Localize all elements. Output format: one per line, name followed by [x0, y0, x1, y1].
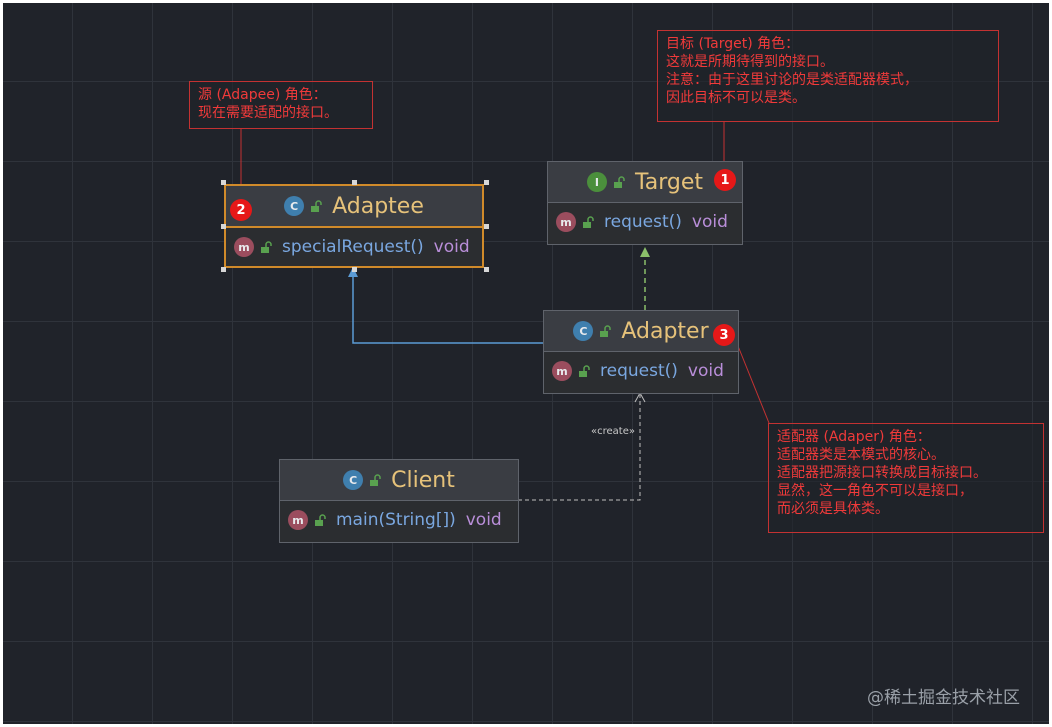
badge-number-1: 1 [714, 169, 736, 191]
unlocked-icon [261, 241, 272, 253]
note-line: 适配器把源接口转换成目标接口。 [777, 465, 987, 481]
create-dependency-line [518, 395, 641, 501]
badge-number-3: 3 [713, 324, 735, 346]
note-adaptee: 源 (Adapee) 角色： 现在需要适配的接口。 [189, 81, 373, 129]
note-adapter: 适配器 (Adaper) 角色： 适配器类是本模式的核心。 适配器把源接口转换成… [768, 423, 1044, 533]
unlocked-icon [315, 514, 326, 526]
interface-kind-icon: I [586, 172, 607, 192]
return-type: void [465, 510, 502, 530]
method-name: main(String[]) [336, 510, 456, 530]
class-client-header: C Client [280, 460, 518, 501]
class-adaptee[interactable]: C Adaptee m specialRequest() void [224, 184, 484, 268]
method-name: request() [604, 212, 682, 232]
method-icon: m [552, 361, 572, 381]
note-line: 适配器类是本模式的核心。 [777, 447, 945, 463]
note-target: 目标 (Target) 角色： 这就是所期待得到的接口。 注意：由于这里讨论的是… [657, 30, 999, 122]
unlocked-icon [613, 176, 625, 188]
return-type: void [433, 237, 470, 257]
resize-handle[interactable] [352, 267, 357, 272]
note-line: 现在需要适配的接口。 [198, 105, 338, 121]
diagram-canvas[interactable]: 目标 (Target) 角色： 这就是所期待得到的接口。 注意：由于这里讨论的是… [3, 3, 1049, 724]
unlocked-icon [579, 365, 590, 377]
create-stereotype-label: «create» [591, 426, 635, 437]
unlocked-icon [370, 474, 381, 486]
note-line: 显然，这一角色不可以是接口， [777, 483, 973, 499]
abstract-method-icon: m [556, 212, 576, 232]
inheritance-arrowhead [348, 267, 358, 277]
class-target[interactable]: I Target m request() void [547, 161, 743, 245]
note-line: 而必须是具体类。 [777, 501, 889, 517]
return-type: void [687, 361, 724, 381]
resize-handle[interactable] [221, 224, 226, 229]
static-method-icon: m [288, 510, 308, 530]
class-adaptee-members: m specialRequest() void [226, 228, 482, 266]
method-name: request() [600, 361, 678, 381]
inheritance-line [352, 275, 543, 344]
class-client[interactable]: C Client m main(String[]) void [279, 459, 519, 543]
note-leader-adapter [737, 345, 770, 424]
class-target-header: I Target [548, 162, 742, 203]
note-line: 注意：由于这里讨论的是类适配器模式， [666, 72, 918, 88]
class-adaptee-header: C Adaptee [226, 186, 482, 228]
resize-handle[interactable] [484, 267, 489, 272]
class-name: Client [391, 467, 455, 493]
resize-handle[interactable] [352, 180, 357, 185]
unlocked-icon [311, 200, 322, 212]
note-line: 适配器 (Adaper) 角色： [777, 429, 931, 445]
class-name: Adaptee [332, 193, 424, 219]
watermark: @稀土掘金技术社区 [867, 688, 1020, 708]
class-kind-icon: C [284, 196, 305, 216]
resize-handle[interactable] [221, 180, 226, 185]
resize-handle[interactable] [484, 180, 489, 185]
resize-handle[interactable] [221, 267, 226, 272]
note-line: 这就是所期待得到的接口。 [666, 54, 834, 70]
badge-number-2: 2 [230, 199, 252, 221]
implementation-arrowhead [640, 247, 650, 257]
class-adapter-members: m request() void [544, 352, 738, 390]
resize-handle[interactable] [484, 224, 489, 229]
unlocked-icon [600, 325, 612, 337]
class-kind-icon: C [573, 321, 594, 341]
unlocked-icon [583, 216, 594, 228]
runnable-class-icon: C [343, 470, 364, 490]
class-adapter-header: C Adapter [544, 311, 738, 352]
class-adapter[interactable]: C Adapter m request() void [543, 310, 739, 394]
method-icon: m [234, 237, 254, 257]
class-name: Adapter [621, 318, 709, 344]
class-name: Target [634, 169, 704, 195]
note-line: 源 (Adapee) 角色： [198, 87, 327, 103]
class-client-members: m main(String[]) void [280, 501, 518, 539]
return-type: void [691, 212, 728, 232]
note-line: 目标 (Target) 角色： [666, 36, 800, 52]
note-line: 因此目标不可以是类。 [666, 90, 806, 106]
class-target-members: m request() void [548, 203, 742, 241]
method-name: specialRequest() [282, 237, 424, 257]
